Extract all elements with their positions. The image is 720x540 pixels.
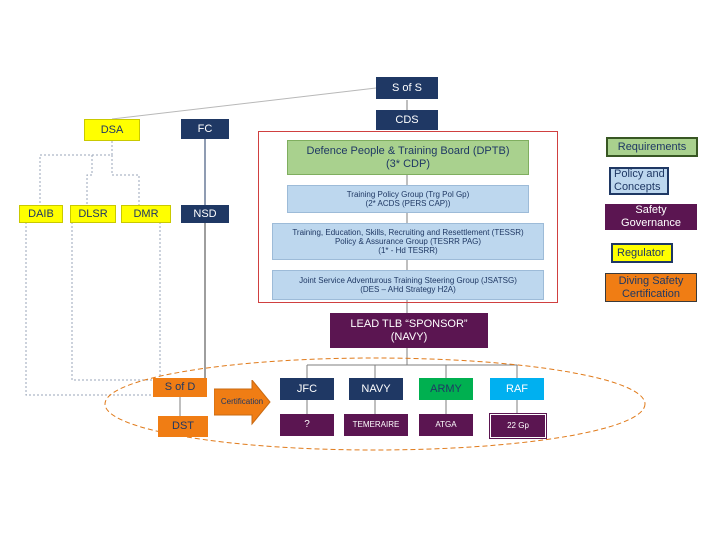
node-army: ARMY xyxy=(419,378,473,400)
node-label: DSA xyxy=(100,123,124,136)
legend-label: Requirements xyxy=(617,140,687,153)
node-label: DLSR xyxy=(78,207,108,220)
node-nsd: NSD xyxy=(181,205,229,223)
node-s-of-d: S of D xyxy=(153,378,207,397)
node-navy: NAVY xyxy=(349,378,403,400)
node-sublabel: (DES – AHd Strategy H2A) xyxy=(360,285,456,294)
node-label: LEAD TLB “SPONSOR” xyxy=(350,317,468,330)
legend-label: Governance xyxy=(621,217,681,229)
node-lead-tlb-sponsor: LEAD TLB “SPONSOR” (NAVY) xyxy=(330,313,488,348)
node-label: TEMERAIRE xyxy=(352,420,400,430)
node-label: Training Policy Group (Trg Pol Gp) xyxy=(346,189,470,199)
legend-regulator: Regulator xyxy=(611,243,673,263)
legend-label: Policy and xyxy=(614,168,665,181)
delivery-ellipse xyxy=(104,357,646,451)
node-sublabel: (1* - Hd TESRR) xyxy=(378,246,438,256)
node-atga: ATGA xyxy=(419,414,473,436)
node-label: Defence People & Training Board (DPTB) xyxy=(306,144,510,157)
node-dmr: DMR xyxy=(121,205,171,223)
node-sublabel: (3* CDP) xyxy=(385,157,430,170)
node-jfc-unit: ? xyxy=(280,414,334,436)
node-jfc: JFC xyxy=(280,378,334,400)
node-dptb: Defence People & Training Board (DPTB) (… xyxy=(287,140,529,175)
node-temeraire: TEMERAIRE xyxy=(344,414,408,436)
node-raf: RAF xyxy=(490,378,544,400)
legend-label: Diving Safety xyxy=(618,274,684,287)
node-daib: DAIB xyxy=(19,205,63,223)
node-label: S of D xyxy=(164,381,196,394)
node-label: DMR xyxy=(133,207,159,220)
certification-label: Certification xyxy=(220,397,264,406)
node-sublabel: Policy & Assurance Group (TESRR PAG) xyxy=(334,236,482,246)
node-label: NSD xyxy=(193,207,217,220)
legend-policy: Policy and Concepts xyxy=(609,167,669,195)
node-22-gp: 22 Gp xyxy=(489,413,547,439)
node-label: ? xyxy=(304,419,310,431)
node-s-of-s: S of S xyxy=(376,77,438,99)
legend-label: Certification xyxy=(621,287,681,300)
legend-requirements: Requirements xyxy=(606,137,698,157)
node-sublabel: (2* ACDS (PERS CAP)) xyxy=(365,199,451,208)
legend-label: Safety xyxy=(635,204,667,217)
legend-diving: Diving Safety Certification xyxy=(605,273,697,302)
node-sublabel: (NAVY) xyxy=(390,330,428,343)
legend-label: Concepts xyxy=(614,181,661,193)
node-label: S of S xyxy=(392,81,422,94)
node-training-policy-group: Training Policy Group (Trg Pol Gp) (2* A… xyxy=(287,185,529,213)
node-label: CDS xyxy=(395,113,419,126)
node-label: Training, Education, Skills, Recruiting … xyxy=(292,227,524,237)
node-label: JFC xyxy=(296,382,318,395)
node-cds: CDS xyxy=(376,110,438,130)
node-label: DAIB xyxy=(28,207,54,220)
node-label: Joint Service Adventurous Training Steer… xyxy=(299,275,517,285)
node-label: ATGA xyxy=(435,420,457,430)
training-governance-frame xyxy=(258,131,558,303)
node-label: DST xyxy=(172,420,194,433)
node-label: 22 Gp xyxy=(507,421,529,431)
node-tessr: Training, Education, Skills, Recruiting … xyxy=(272,223,544,260)
node-label: RAF xyxy=(506,382,528,395)
legend-safety: Safety Governance xyxy=(605,204,697,230)
node-jsatsg: Joint Service Adventurous Training Steer… xyxy=(272,270,544,300)
legend-label: Regulator xyxy=(617,246,665,259)
node-dlsr: DLSR xyxy=(70,205,116,223)
node-label: NAVY xyxy=(361,382,391,395)
node-dst: DST xyxy=(158,416,208,437)
node-dsa: DSA xyxy=(84,119,140,141)
certification-arrow xyxy=(214,380,271,426)
node-fc: FC xyxy=(181,119,229,139)
node-label: FC xyxy=(197,122,213,135)
node-label: ARMY xyxy=(430,382,462,395)
